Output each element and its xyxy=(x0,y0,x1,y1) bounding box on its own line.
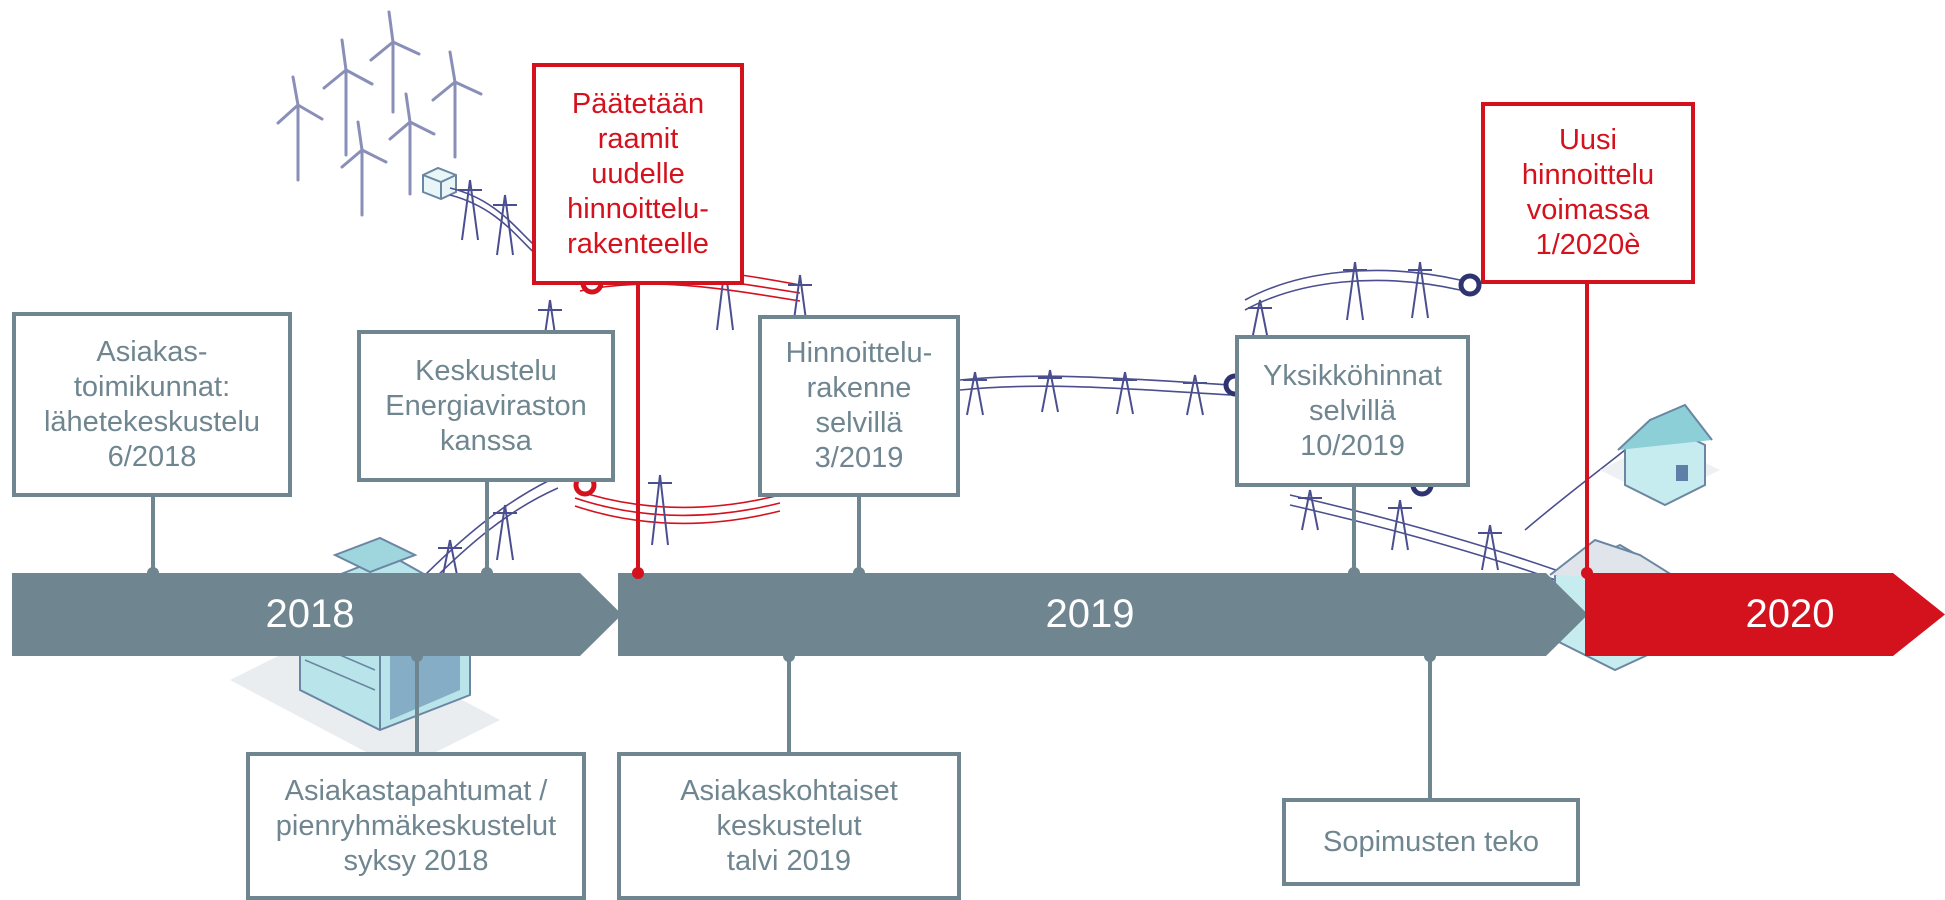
power-pylon-icon xyxy=(1248,299,1272,341)
wind-turbine-icon xyxy=(340,120,388,217)
milestone-asiakastapahtumat: Asiakastapahtumat / pienryhmäkeskustelut… xyxy=(246,752,586,900)
marker-paatetaan xyxy=(632,567,644,579)
milestone-asiakaskohtaiset: Asiakaskohtaiset keskustelut talvi 2019 xyxy=(617,752,961,900)
connector-paatetaan xyxy=(636,283,640,573)
wind-turbine-icon xyxy=(369,10,421,114)
power-pylon-icon xyxy=(1343,261,1367,321)
marker-keskustelu xyxy=(481,567,493,579)
power-pylon-icon xyxy=(458,179,482,241)
milestone-yksikkohinnat: Yksikköhinnat selvillä 10/2019 xyxy=(1235,335,1470,487)
marker-asiakaskohtaiset xyxy=(783,650,795,662)
milestone-sopimusten-teko: Sopimusten teko xyxy=(1282,798,1580,886)
timeline-arrow-2018 xyxy=(12,573,622,656)
milestone-keskustelu: Keskustelu Energiaviraston kanssa xyxy=(357,330,615,482)
connector-keskustelu xyxy=(485,480,489,573)
wind-turbine-icon xyxy=(276,75,324,182)
connector-yksikkohinnat xyxy=(1352,485,1356,573)
wind-turbine-icon xyxy=(322,38,374,157)
marker-hinnoittelurakenne xyxy=(853,567,865,579)
connector-asiakaskohtaiset xyxy=(787,656,791,752)
milestone-uusi-hinnoittelu: Uusi hinnoittelu voimassa 1/2020è xyxy=(1481,102,1695,284)
year-label-2018: 2018 xyxy=(265,592,355,636)
wind-farm xyxy=(276,10,483,217)
timeline-arrow-2019 xyxy=(618,573,1588,656)
power-pylon-icon xyxy=(963,371,987,416)
connector-asiakastoimikunnat xyxy=(151,495,155,573)
power-pylon-icon xyxy=(1408,261,1432,319)
marker-asiakastoimikunnat xyxy=(147,567,159,579)
power-pylon-icon xyxy=(1478,524,1502,571)
power-pylon-icon xyxy=(648,474,672,546)
milestone-hinnoittelurakenne: Hinnoittelu- rakenne selvillä 3/2019 xyxy=(758,315,960,497)
power-pylon-icon xyxy=(1038,369,1062,413)
milestone-paatetaan: Päätetään raamit uudelle hinnoittelu- ra… xyxy=(532,63,744,285)
marker-yksikkohinnat xyxy=(1348,567,1360,579)
year-label-2020: 2020 xyxy=(1745,592,1835,636)
marker-asiakastapahtumat xyxy=(411,650,423,662)
power-pylon-icon xyxy=(493,194,517,256)
house-icon xyxy=(1600,403,1720,507)
connector-sopimusten-teko xyxy=(1428,656,1432,798)
power-pylon-icon xyxy=(493,504,517,561)
power-pylons xyxy=(438,179,1502,581)
power-pylon-icon xyxy=(1388,499,1412,551)
year-label-2019: 2019 xyxy=(1045,592,1135,636)
timeline-arrow-2020 xyxy=(1585,573,1945,656)
connector-uusi-hinnoittelu xyxy=(1585,282,1589,573)
transformer-icon xyxy=(422,166,457,201)
marker-sopimusten-teko xyxy=(1424,650,1436,662)
wind-turbine-icon xyxy=(388,92,436,196)
milestone-asiakastoimikunnat: Asiakas- toimikunnat: lähetekeskustelu 6… xyxy=(12,312,292,497)
marker-uusi-hinnoittelu xyxy=(1581,567,1593,579)
power-pylon-icon xyxy=(1113,371,1137,415)
power-pylon-icon xyxy=(1183,374,1207,416)
connector-asiakastapahtumat xyxy=(415,656,419,752)
connector-hinnoittelurakenne xyxy=(857,495,861,573)
wind-turbine-icon xyxy=(431,50,483,159)
power-pylon-icon xyxy=(1298,489,1322,531)
